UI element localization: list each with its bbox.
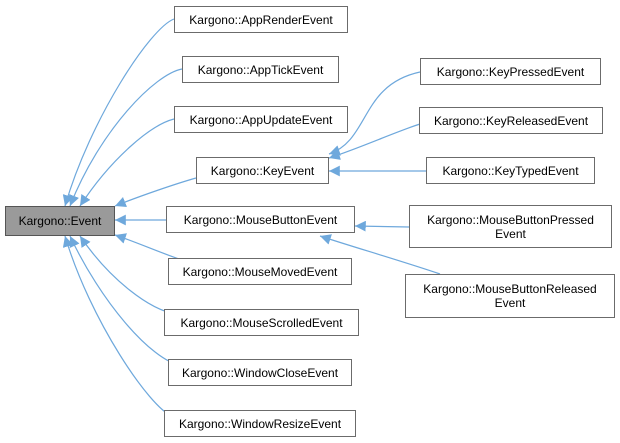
mouse-moved-event-node[interactable]: Kargono::MouseMovedEvent: [168, 258, 352, 285]
key-event-label: Kargono::KeyEvent: [210, 163, 315, 178]
event-node-label: Kargono::Event: [18, 214, 102, 228]
edge-keyreleased-to-key: [328, 123, 421, 160]
key-released-event-label: Kargono::KeyReleasedEvent: [433, 113, 589, 128]
app-tick-event-label: Kargono::AppTickEvent: [197, 62, 324, 77]
mouse-button-pressed-event-node[interactable]: Kargono::MouseButtonPressed Event: [409, 205, 612, 248]
window-close-event-label: Kargono::WindowCloseEvent: [181, 365, 339, 380]
edge-windowresize-to-event: [62, 235, 173, 417]
window-resize-event-node[interactable]: Kargono::WindowResizeEvent: [164, 410, 356, 437]
window-resize-event-label: Kargono::WindowResizeEvent: [178, 416, 342, 431]
mouse-button-event-label: Kargono::MouseButtonEvent: [183, 212, 338, 227]
edge-mbreleased-to-mousebutton: [319, 234, 441, 275]
edge-appupdate-to-event: [79, 118, 175, 207]
mouse-button-pressed-event-label: Kargono::MouseButtonPressed Event: [427, 212, 594, 241]
edge-apptick-to-event: [68, 68, 183, 207]
edge-windowclose-to-event: [69, 235, 183, 367]
key-pressed-event-node[interactable]: Kargono::KeyPressedEvent: [420, 58, 601, 85]
app-render-event-node[interactable]: Kargono::AppRenderEvent: [174, 6, 348, 33]
mouse-button-released-event-label: Kargono::MouseButtonReleased Event: [423, 282, 597, 310]
key-typed-event-node[interactable]: Kargono::KeyTypedEvent: [426, 157, 595, 184]
mouse-moved-event-label: Kargono::MouseMovedEvent: [182, 264, 338, 279]
app-tick-event-node[interactable]: Kargono::AppTickEvent: [182, 56, 339, 83]
edge-apprender-to-event: [62, 18, 175, 207]
edge-mousescrolled-to-event: [79, 235, 177, 315]
key-typed-event-label: Kargono::KeyTypedEvent: [442, 163, 579, 178]
edge-mbpressed-to-mousebutton: [354, 220, 410, 232]
event-node: Kargono::Event: [5, 206, 115, 236]
app-render-event-label: Kargono::AppRenderEvent: [189, 12, 333, 27]
edge-key-to-event: [114, 177, 197, 208]
app-update-event-node[interactable]: Kargono::AppUpdateEvent: [174, 106, 348, 133]
key-pressed-event-label: Kargono::KeyPressedEvent: [436, 64, 585, 79]
mouse-button-released-event-node[interactable]: Kargono::MouseButtonReleased Event: [405, 274, 615, 318]
key-event-node[interactable]: Kargono::KeyEvent: [196, 157, 329, 184]
mouse-button-event-node[interactable]: Kargono::MouseButtonEvent: [166, 206, 355, 233]
app-update-event-label: Kargono::AppUpdateEvent: [189, 112, 333, 127]
edge-keypressed-to-key: [328, 71, 421, 156]
mouse-scrolled-event-label: Kargono::MouseScrolledEvent: [180, 315, 343, 330]
key-released-event-node[interactable]: Kargono::KeyReleasedEvent: [419, 107, 603, 134]
mouse-scrolled-event-node[interactable]: Kargono::MouseScrolledEvent: [164, 309, 359, 336]
window-close-event-node[interactable]: Kargono::WindowCloseEvent: [168, 359, 352, 386]
